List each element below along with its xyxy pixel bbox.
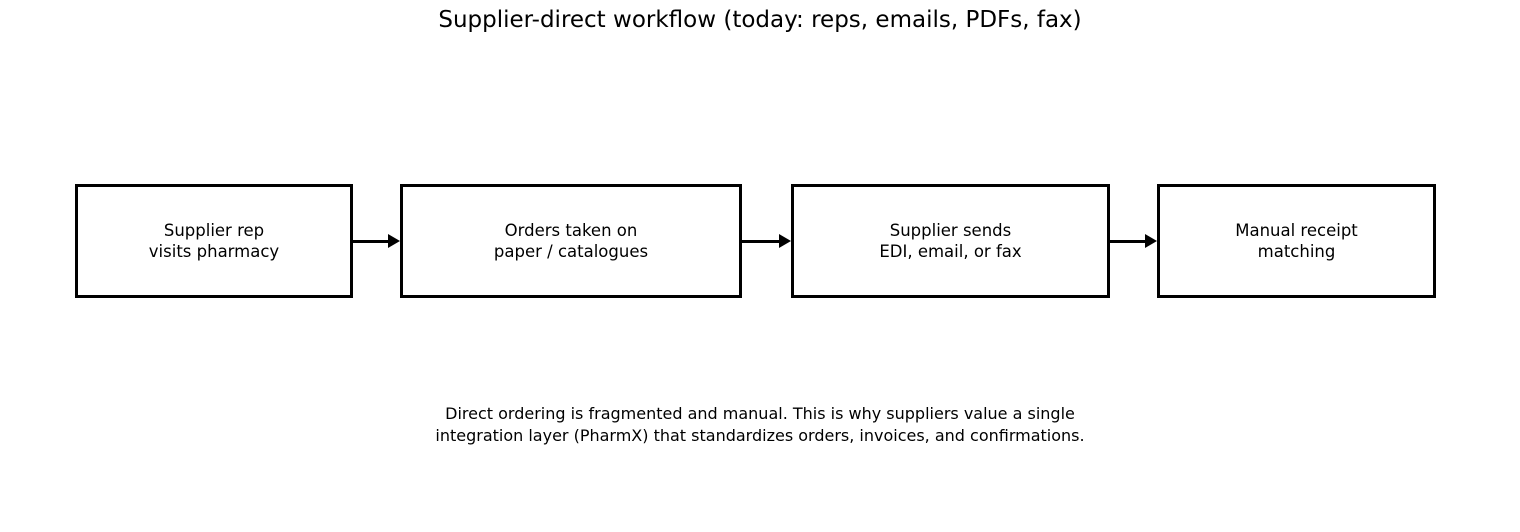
flow-node-supplier-sends: Supplier sends EDI, email, or fax [791,184,1110,298]
arrowhead-right-icon [388,234,400,248]
diagram-title: Supplier-direct workflow (today: reps, e… [438,7,1082,33]
diagram-caption: Direct ordering is fragmented and manual… [435,404,1085,445]
flow-node-label: Supplier rep visits pharmacy [148,220,280,262]
flow-node-supplier-rep: Supplier rep visits pharmacy [75,184,353,298]
arrow-shaft [742,239,781,243]
arrowhead-right-icon [1145,234,1157,248]
flow-arrow-icon [1110,234,1157,248]
flow-node-orders-on-paper: Orders taken on paper / catalogues [400,184,742,298]
flow-node-label: Supplier sends EDI, email, or fax [879,220,1022,262]
flow-node-manual-receipt: Manual receipt matching [1157,184,1436,298]
flow-node-label: Manual receipt matching [1235,220,1358,262]
flow-arrow-icon [742,234,791,248]
flow-arrow-icon [353,234,400,248]
arrow-shaft [353,239,390,243]
flow-node-label: Orders taken on paper / catalogues [493,220,649,262]
arrowhead-right-icon [779,234,791,248]
arrow-shaft [1110,239,1147,243]
